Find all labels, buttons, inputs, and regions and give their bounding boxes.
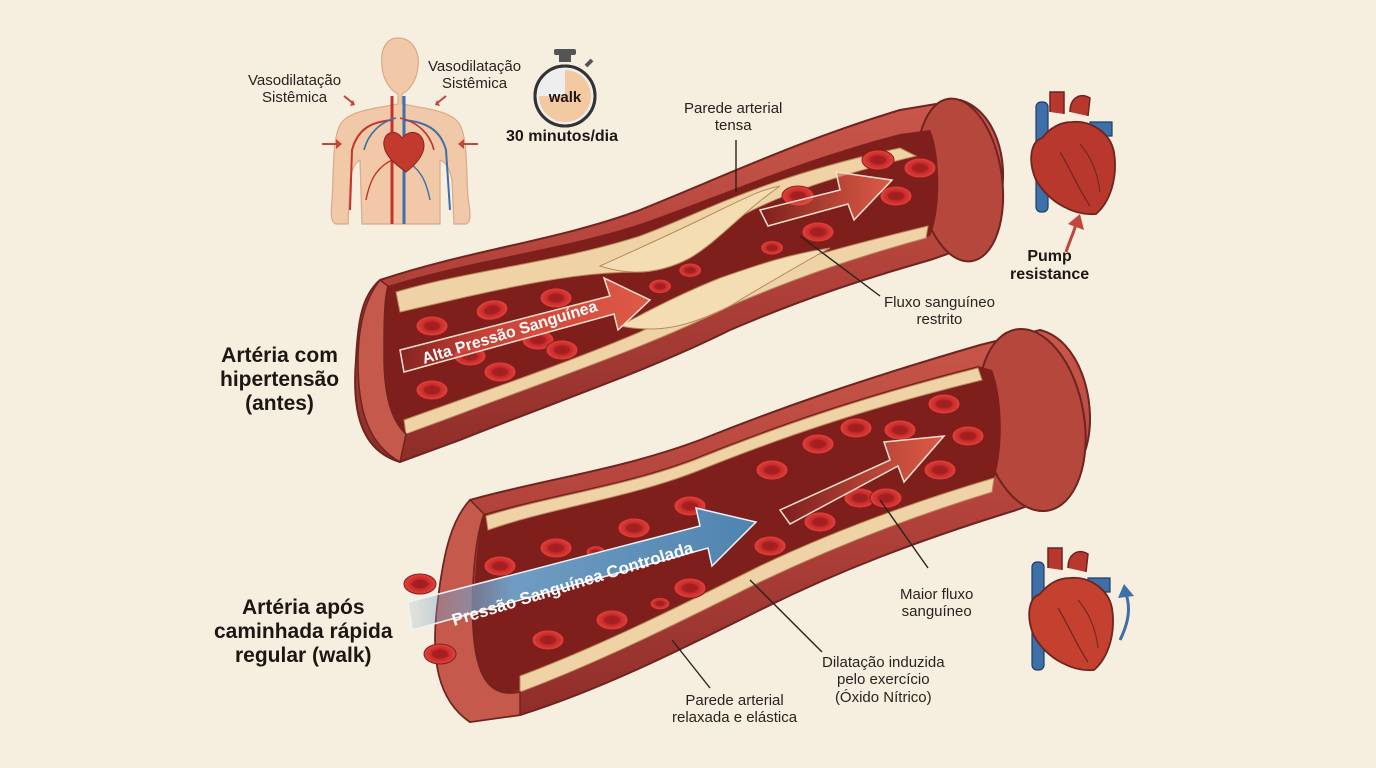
label-pump-resistance: Pump resistance [1010,248,1090,284]
heart-icon [1030,91,1116,216]
stopwatch-label: walk [548,89,582,106]
up-arrow-icon [1064,214,1084,253]
up-arrow-icon [1118,584,1134,641]
timer-caption: 30 minutos/dia [506,128,619,145]
heart-icon [1028,547,1114,672]
stopwatch-icon [533,49,597,128]
high-pressure-arrow [399,171,894,373]
title-artery-after: Artéria após caminhada rápida regular (w… [214,596,393,668]
leader-lines [671,140,929,689]
label-vasodilation-left: Vasodilatação Sistêmica [248,72,342,107]
label-restricted-flow: Fluxo sanguíneo restrito [884,294,995,329]
label-wall-relaxed: Parede arterial relaxada e elástica [672,692,798,727]
title-artery-before: Artéria com hipertensão (antes) [220,344,340,416]
label-wall-tense: Parede arterial tensa [684,100,783,135]
label-dilation: Dilatação induzida pelo exercício (Óxido… [822,654,945,706]
controlled-pressure-arrow [407,435,946,631]
body-silhouette-icon [322,37,478,225]
label-more-flow: Maior fluxo sanguíneo [900,586,974,621]
label-vasodilation-right: Vasodilatação Sistêmica [428,58,522,93]
